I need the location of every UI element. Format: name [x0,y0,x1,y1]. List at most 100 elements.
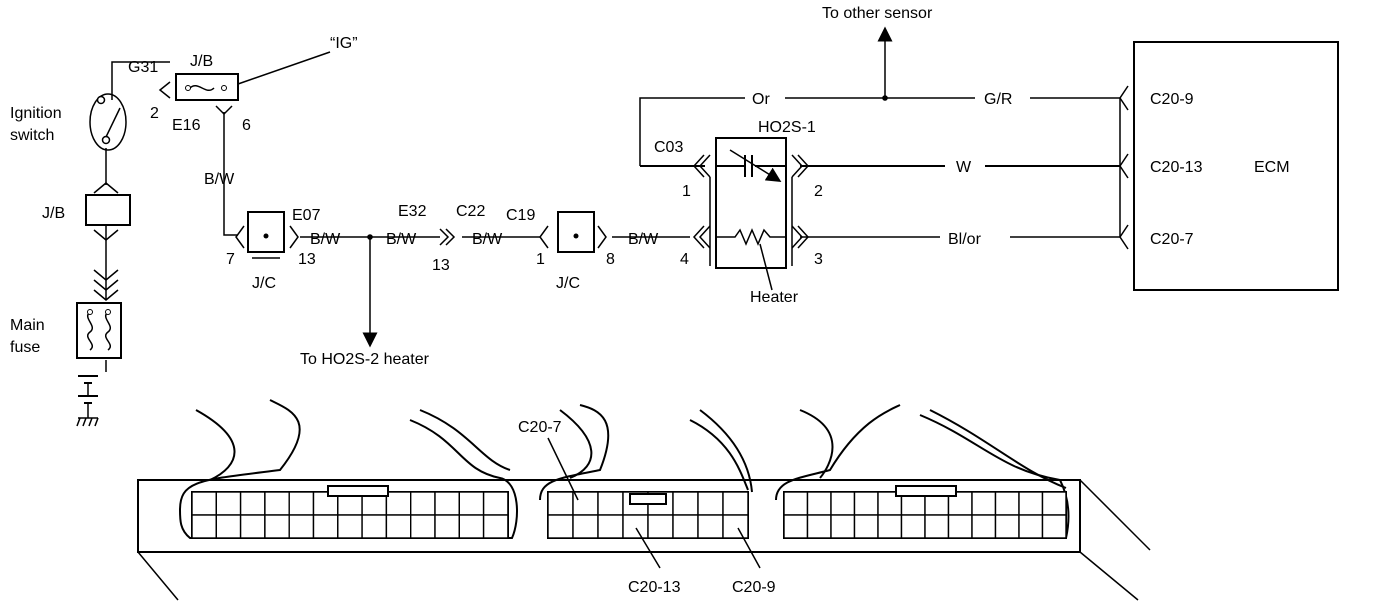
connector-pin-cell [806,514,832,539]
connector-pin-cell [337,514,363,539]
connector-pin-cell [191,491,217,516]
connector-pin-cell [672,491,699,516]
connector-pin-cell [458,491,485,516]
connector-lock-tab [327,485,389,497]
ho2s1-sensor [692,137,810,291]
connector-pin-cell [830,514,856,539]
label-pin-13b: 13 [432,257,450,274]
connector-pin-cell [924,514,950,539]
label-main-fuse-1: Main [10,317,45,334]
connector-pin-cell [853,514,879,539]
label-jc-2: J/C [556,275,580,292]
ecm-box [1119,41,1339,291]
connector-pin-cell [482,514,509,539]
connector-pin-cell [1018,514,1044,539]
label-ignition-switch-2: switch [10,127,54,144]
connector-pin-cell [994,514,1020,539]
connector-pin-cell [853,491,879,516]
connector-pin-cell [900,514,926,539]
label-pin-8: 8 [606,251,615,268]
label-to-other-sensor: To other sensor [822,5,933,22]
junction-dot-sensor [882,95,888,101]
connector-pin-cell [622,514,649,539]
connector-pin-cell [994,491,1020,516]
connector-pin-cell [697,514,724,539]
label-pin-6: 6 [242,117,251,134]
connector-pin-cell [312,514,339,539]
connector-pin-cell [597,491,624,516]
label-to-ho2s2: To HO2S-2 heater [300,351,430,368]
connector-pin-cell [434,491,460,516]
label-bw-3: B/W [472,231,503,248]
label-g31: G31 [128,59,158,76]
connector-pin-cell [722,514,749,539]
label-conn-c20-9: C20-9 [732,579,776,596]
label-bw-vertical: B/W [204,171,235,188]
label-pin-4: 4 [680,251,689,268]
label-heater: Heater [750,289,799,306]
connector-pin-cell [1041,514,1067,539]
connector-pin-cell [597,514,624,539]
connector-pin-cell [385,491,412,516]
label-pin-2: 2 [150,105,159,122]
label-c19: C19 [506,207,535,224]
main-fuse [76,302,122,359]
label-ho2s1: HO2S-1 [758,119,816,136]
connector-pin-cell [264,491,290,516]
label-pin-1b: 1 [682,183,691,200]
label-pin-3: 3 [814,251,823,268]
connector-pin-cell [288,491,315,516]
connector-pin-cell [385,514,412,539]
connector-pin-cell [458,514,485,539]
ignition-switch [89,93,127,151]
label-pin-13a: 13 [298,251,316,268]
connector-pin-cell [697,491,724,516]
label-e16: E16 [172,117,201,134]
connector-pin-cell [1018,491,1044,516]
connector-pin-cell [215,491,242,516]
connector-pin-cell [264,514,290,539]
label-jc-1: J/C [252,275,276,292]
label-bw-1: B/W [310,231,341,248]
connector-pin-cell [647,514,674,539]
connector-pin-cell [191,514,217,539]
connector-pin-cell [239,491,266,516]
connector-pin-cell [971,491,997,516]
wires [105,26,1120,372]
label-conn-c20-13: C20-13 [628,579,681,596]
connector-pin-cell [547,514,574,539]
jb-left-box [85,182,131,301]
label-c20-9: C20-9 [1150,91,1194,108]
wire-or-gr [639,97,1120,166]
connector-pin-cell [877,514,903,539]
label-jb-left: J/B [42,205,65,222]
connector-lock-tab [895,485,957,497]
label-blor: Bl/or [948,231,982,248]
connector-pin-cell [672,514,699,539]
callout-leaders [547,437,761,569]
connector-pin-cell [361,514,388,539]
label-conn-c20-7: C20-7 [518,419,562,436]
label-bw-4: B/W [628,231,659,248]
jc-e07 [235,211,299,259]
battery-ground [76,375,99,427]
connector-pin-cell [288,514,315,539]
label-main-fuse-2: fuse [10,339,40,356]
connector-pin-cell [215,514,242,539]
connector-lock-tab [629,493,667,505]
connector-pin-cell [572,514,599,539]
label-bw-2: B/W [386,231,417,248]
jb-top-box [158,73,239,116]
wire-bw-vertical [223,112,238,236]
label-c03: C03 [654,139,683,156]
label-pin-7: 7 [226,251,235,268]
label-ig: “IG” [330,35,358,52]
connector-pin-cell [434,514,460,539]
connector-pin-cell [239,514,266,539]
connector-pin-cell [482,491,509,516]
wire-ignition-to-jb [111,61,170,100]
connector-pin-cell [830,491,856,516]
labels: To other sensor “IG” G31 J/B Ignition sw… [10,5,1290,596]
connector-pin-cell [547,491,574,516]
